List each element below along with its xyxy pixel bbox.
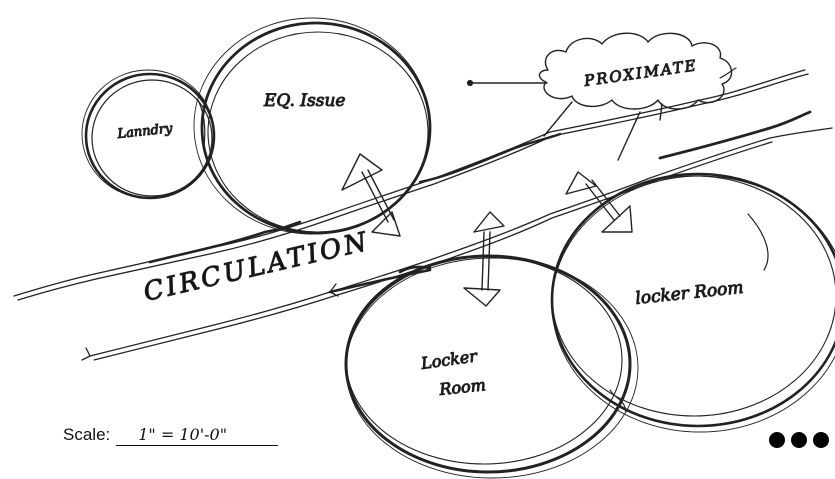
scale-note: Scale: 1" = 10'-0" <box>63 425 279 446</box>
proximate-label: PROXIMATE <box>582 56 699 90</box>
dot <box>769 432 785 448</box>
more-horizontal-icon[interactable] <box>769 432 829 448</box>
circulation-path <box>13 69 833 361</box>
laundry-bubble <box>81 69 216 200</box>
dot <box>813 432 829 448</box>
scale-label: Scale: <box>63 425 111 444</box>
locker-room-right-label: locker Room <box>634 278 744 309</box>
locker-room-left-label-line2: Room <box>437 375 486 399</box>
relationship-arrows <box>341 101 663 307</box>
scale-value: 1" = 10'-0" <box>116 425 279 446</box>
sketch-squiggles <box>197 67 769 413</box>
locker-room-left-label-line1: Locker <box>419 346 479 373</box>
proximate-cloud <box>466 32 733 110</box>
eq-issue-label: EQ. Issue <box>263 91 345 111</box>
locker-room-left-bubble <box>344 254 639 479</box>
dot <box>791 432 807 448</box>
eq-issue-bubble <box>193 17 432 235</box>
locker-room-right-bubble <box>550 172 835 433</box>
laundry-label: Lanndry <box>116 121 174 142</box>
